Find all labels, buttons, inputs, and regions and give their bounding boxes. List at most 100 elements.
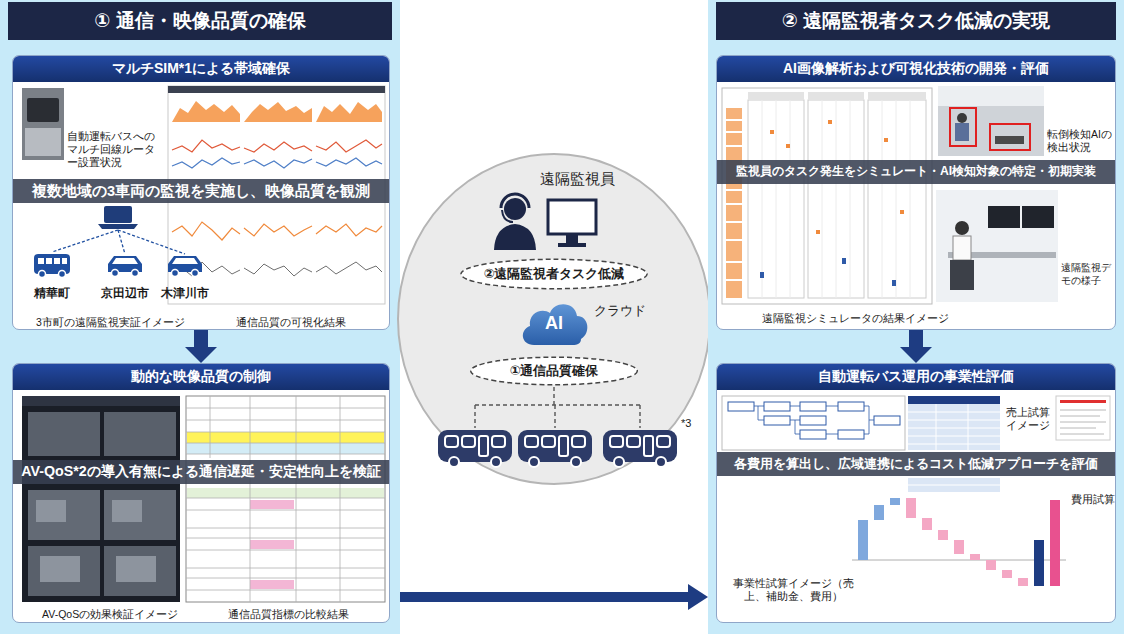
- dashed-outline-shape: [461, 259, 647, 288]
- bus-icon: [34, 254, 70, 278]
- figure-caption: AV-QoSの効果検証イメージ: [42, 608, 178, 621]
- connector-arrow: [400, 584, 708, 610]
- band-text: 監視員のタスク発生をシミュレート・AI検知対象の特定・初期実装: [736, 164, 1096, 179]
- label-slot: 自動運転バスへのマルチ回線ルーター設置状況: [67, 130, 165, 170]
- waterfall-chart: [852, 498, 1066, 586]
- label-slot: 通信品質指標の比較結果: [228, 604, 349, 622]
- person-body: [953, 236, 971, 260]
- flow-box: [800, 402, 826, 411]
- camera-view: [104, 490, 176, 540]
- event-dot: [892, 280, 896, 286]
- bar: [938, 530, 948, 540]
- label-slot: 遠隔監視デモの様子: [1061, 262, 1113, 288]
- table-ground: [186, 396, 385, 602]
- band-text: 各費用を算出し、広域連携によるコスト低減アプローチを評価: [734, 456, 1098, 473]
- label-slot: 売上試算イメージ: [1006, 406, 1053, 433]
- dashed-ellipse: ①通信品質確保: [469, 356, 639, 386]
- bus-window: [445, 436, 458, 447]
- view-detail: [116, 556, 156, 582]
- monitor: [1022, 206, 1054, 228]
- laptop-screen: [104, 206, 132, 223]
- table-row-yellow: [187, 432, 384, 443]
- band-text: 複数地域の3車両の監視を実施し、映像品質を観測: [32, 182, 370, 200]
- connector-shaft: [194, 330, 208, 349]
- plot-line: [244, 224, 312, 236]
- event-dot: [900, 210, 904, 214]
- place-name: 京田辺市: [95, 286, 155, 300]
- cloud-caption: クラウド: [594, 303, 646, 319]
- bus-window: [627, 436, 640, 447]
- figure-caption: 売上試算イメージ: [1006, 406, 1053, 432]
- bus-window: [542, 436, 555, 447]
- headset-mic: [502, 210, 513, 222]
- summary-band: 各費用を算出し、広域連携によるコスト低減アプローチを評価: [717, 452, 1115, 476]
- bus-window: [46, 258, 52, 264]
- chart-ground: [168, 86, 385, 304]
- monitor-base: [558, 243, 586, 247]
- bus-door: [479, 436, 488, 456]
- bus-window: [54, 258, 60, 264]
- monitor-stand: [566, 235, 578, 243]
- event-dot: [842, 258, 846, 264]
- plot-line: [316, 158, 382, 166]
- bar: [890, 498, 900, 505]
- sheet-lines: [1060, 410, 1106, 434]
- plot-line: [172, 158, 240, 168]
- bar: [1018, 578, 1028, 586]
- table-ground: [908, 396, 1000, 450]
- flow-box: [838, 402, 864, 411]
- flow-box: [838, 430, 864, 439]
- place-name: 精華町: [22, 286, 82, 300]
- photo-caption: 転倒検知AIの検出状況: [1047, 128, 1115, 154]
- label-slot: 費用試算: [1071, 489, 1115, 507]
- table-cell-pink: [250, 580, 294, 589]
- bus-body: [34, 254, 70, 274]
- screen-ground: [22, 396, 180, 602]
- plot-area: [316, 102, 382, 122]
- wheel: [614, 457, 624, 467]
- table-grid: [908, 404, 1000, 485]
- camera-view: [28, 490, 100, 540]
- photo-caption: 遠隔監視デモの様子: [1061, 262, 1113, 287]
- arrow-head: [900, 347, 932, 363]
- plot-line: [316, 262, 382, 274]
- box-heading: 自動運転バス運用の事業性評価: [818, 368, 1014, 386]
- sheet-ground: [1056, 396, 1110, 440]
- simulator-chart: [722, 88, 932, 304]
- wheel: [39, 271, 46, 278]
- person-head: [955, 221, 969, 235]
- bus-window: [38, 258, 44, 264]
- bus-body: [438, 430, 512, 462]
- wheel: [172, 270, 179, 277]
- bus-links: [475, 387, 640, 428]
- wheel: [491, 457, 501, 467]
- plot-line: [244, 264, 312, 276]
- plot-line: [316, 140, 382, 152]
- bar: [1034, 540, 1044, 586]
- event-dot: [760, 272, 764, 278]
- label-slot: AV-QoSの効果検証イメージ: [42, 604, 178, 622]
- wheel: [449, 457, 459, 467]
- desk: [948, 252, 1056, 258]
- bar: [906, 498, 916, 518]
- label-slot: 木津川市: [155, 283, 215, 301]
- plot-area: [244, 102, 312, 122]
- bar: [970, 554, 980, 560]
- wheel: [192, 270, 199, 277]
- car-body: [108, 256, 142, 272]
- monitor: [548, 200, 596, 234]
- text-slot: 遠隔監視員: [540, 170, 615, 189]
- label-slot: 転倒検知AIの検出状況: [1047, 128, 1115, 155]
- connector-shaft: [400, 592, 690, 602]
- summary-band: 複数地域の3車両の監視を実施し、映像品質を観測: [13, 179, 389, 203]
- bar: [954, 540, 964, 554]
- cloud-shape: AIクラウド: [518, 298, 590, 348]
- box-header-bar: マルチSIM*1による帯域確保: [13, 56, 389, 82]
- camera-view: [104, 546, 176, 596]
- bus-window: [62, 258, 67, 264]
- connector-shaft: [909, 330, 923, 349]
- bus-window: [610, 436, 623, 447]
- connector-arrow: [185, 330, 217, 363]
- photo-ground: [938, 86, 1044, 156]
- wheel: [529, 457, 539, 467]
